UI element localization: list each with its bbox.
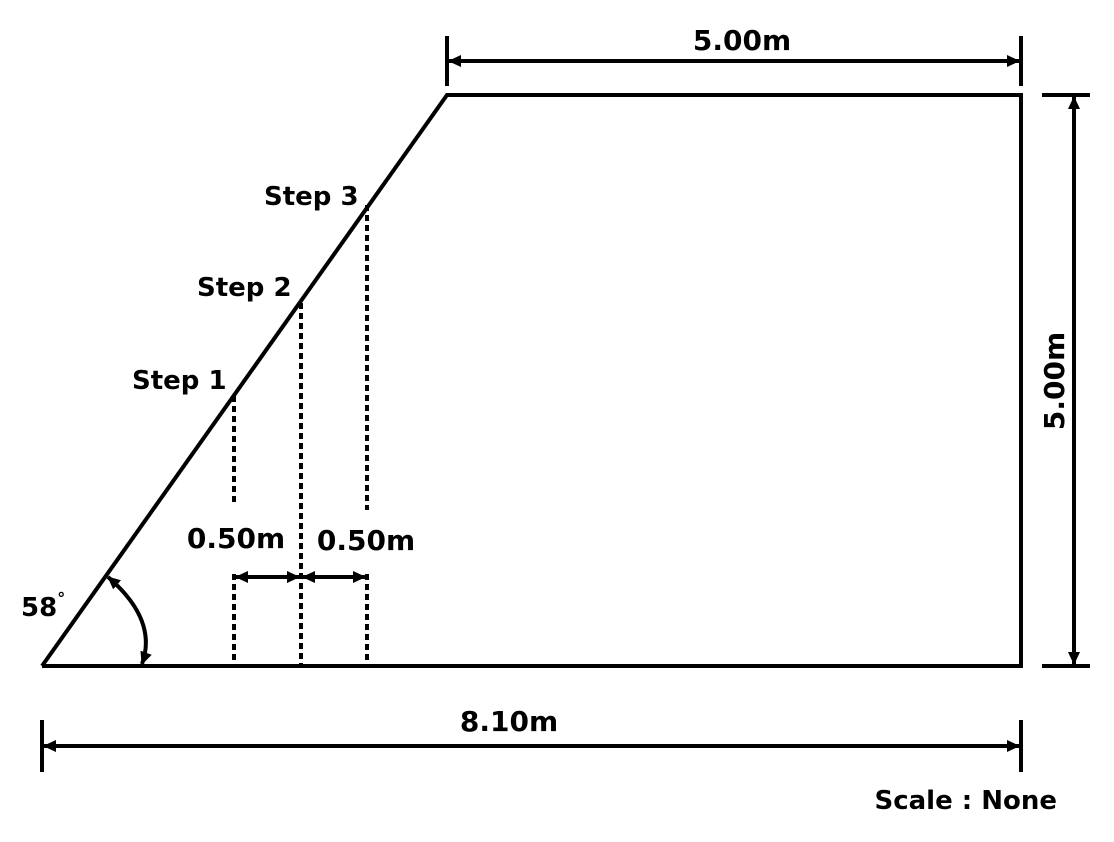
angle-label: 58° xyxy=(21,589,65,623)
step-spacing-label-2: 0.50m xyxy=(317,524,415,557)
height-label: 5.00m xyxy=(1038,332,1071,430)
angle-value: 58 xyxy=(21,593,57,623)
top-width-label: 5.00m xyxy=(693,24,791,57)
step-3-label: Step 3 xyxy=(264,182,359,212)
base-width-label: 8.10m xyxy=(460,705,558,738)
slope-outline xyxy=(40,93,1023,668)
angle-arc xyxy=(106,575,152,665)
step-spacing-label-1: 0.50m xyxy=(187,522,285,555)
step-1-label: Step 1 xyxy=(132,366,227,396)
angle-unit: ° xyxy=(57,589,65,608)
step-2-label: Step 2 xyxy=(197,273,292,303)
scale-note: Scale : None xyxy=(875,786,1058,816)
